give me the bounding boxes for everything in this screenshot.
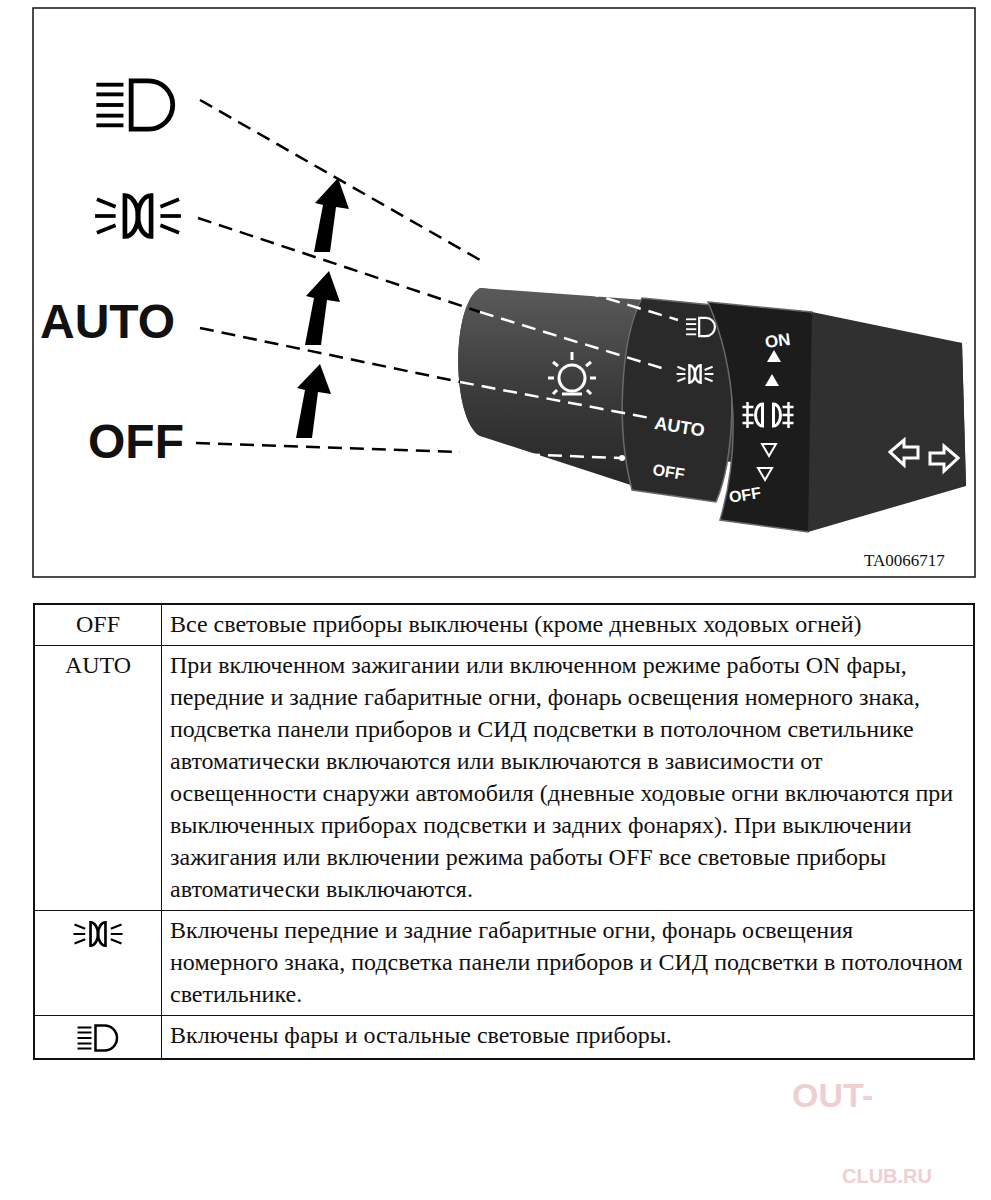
mode-table: OFF Все световые приборы выключены (кроме… [33,603,975,1060]
watermark: CLUB.RU [842,1166,932,1186]
figure-frame [33,8,975,577]
stalk-symbols [548,318,958,480]
table-cell: Включены передние и задние габаритные ог… [170,914,965,1010]
table-cell: При включенном зажигании или включенном … [170,649,965,905]
position-label: AUTO [40,298,175,346]
turn-arrows [890,440,958,471]
stalk [458,288,966,532]
ring-label: ON [764,331,791,351]
figure-code: TA0066717 [864,552,945,569]
light-icon [548,352,596,394]
table-cell: Все световые приборы выключены (кроме дн… [170,608,965,640]
table-cell: OFF [43,608,153,640]
up-arrows [296,178,349,438]
watermark: OUT- [792,1078,873,1112]
table-cell: Включены фары и остальные световые прибо… [170,1019,965,1051]
headlight-icon [73,1023,123,1053]
table-cell: AUTO [43,649,153,681]
leader-lines [196,100,678,458]
parking-icon [68,918,128,950]
position-label: OFF [88,418,184,466]
left-icons [95,81,181,237]
